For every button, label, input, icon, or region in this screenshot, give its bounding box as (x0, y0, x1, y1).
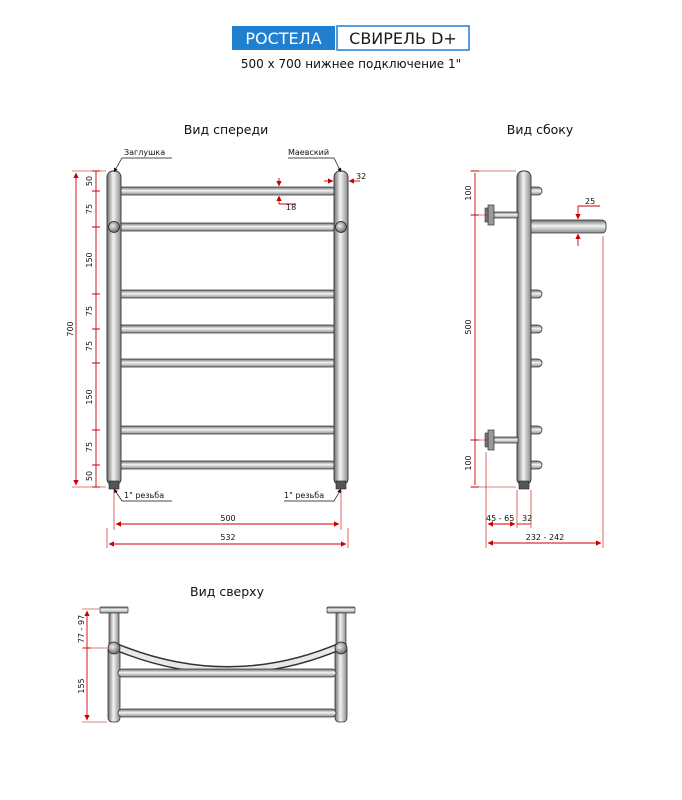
rung (117, 460, 337, 470)
left-flange-stem (108, 612, 120, 646)
long-rung (525, 219, 607, 234)
front-view: Вид спереди Заглушка Маевский 1" резьба … (66, 122, 366, 548)
thread-left-label: 1" резьба (124, 491, 164, 500)
left-post (106, 170, 122, 486)
right-flange-stem (335, 612, 347, 646)
top-bracket (484, 204, 519, 226)
mayevsky-label: Маевский (288, 148, 329, 157)
top-rail (117, 708, 337, 718)
subtitle: 500 x 700 нижнее подключение 1" (241, 57, 461, 71)
total-width-value: 532 (220, 533, 235, 542)
rung-diameter-value: 18 (286, 203, 296, 212)
left-joint (108, 221, 120, 233)
top-depth-value: 155 (77, 678, 86, 693)
right-top-joint (334, 641, 348, 655)
side-post (516, 170, 532, 486)
model-name: СВИРЕЛЬ D+ (349, 29, 457, 48)
right-post (333, 170, 349, 486)
segment-value: 75 (85, 204, 94, 214)
right-thread (335, 480, 347, 490)
thread-right-leader (284, 488, 342, 502)
header: РОСТЕЛА СВИРЕЛЬ D+ 500 x 700 нижнее подк… (232, 25, 470, 71)
front-view-title: Вид спереди (184, 122, 268, 137)
segment-value: 150 (85, 389, 94, 404)
segment-ticks (92, 170, 100, 488)
segment-value: 75 (85, 306, 94, 316)
segment-value: 50 (85, 471, 94, 481)
post-diameter-value: 32 (356, 172, 366, 181)
side-post-value: 32 (522, 514, 532, 523)
side-rung-diameter-value: 25 (585, 197, 595, 206)
side-middle-value: 500 (464, 319, 473, 334)
brand-name: РОСТЕЛА (245, 29, 321, 48)
cap-label: Заглушка (124, 148, 165, 157)
right-flange (326, 606, 356, 614)
left-rail (107, 645, 121, 723)
rung (117, 289, 337, 299)
left-thread (108, 480, 120, 490)
total-height-value: 700 (66, 321, 75, 336)
side-vertical-ticks (471, 170, 479, 488)
side-rungs (525, 186, 607, 470)
bottom-bracket (484, 429, 519, 451)
mayevsky-leader (288, 157, 342, 173)
segment-value: 75 (85, 442, 94, 452)
segment-value: 75 (85, 341, 94, 351)
side-view-title: Вид сбоку (507, 122, 574, 137)
rung (117, 222, 337, 232)
side-thread (518, 480, 530, 490)
brand-badge (232, 26, 335, 50)
segment-dimensions: 50 75 150 75 75 150 75 50 (85, 170, 100, 488)
side-view: Вид сбоку 1 (464, 122, 607, 548)
top-rail (117, 668, 337, 678)
segment-value: 50 (85, 176, 94, 186)
side-depth-value: 232 - 242 (526, 533, 565, 542)
rung (117, 186, 337, 196)
center-width-value: 500 (220, 514, 235, 523)
model-badge (336, 25, 470, 51)
right-rail (334, 645, 348, 723)
front-rungs (117, 186, 337, 470)
rung (117, 358, 337, 368)
thread-left-leader (113, 488, 172, 502)
thread-right-label: 1" резьба (284, 491, 324, 500)
side-top-value: 100 (464, 185, 473, 200)
bracket-offset-value: 45 - 65 (486, 514, 514, 523)
rung (117, 324, 337, 334)
right-joint (335, 221, 347, 233)
segment-value: 150 (85, 252, 94, 267)
side-bottom-value: 100 (464, 455, 473, 470)
top-view-title: Вид сверху (190, 584, 265, 599)
left-flange (99, 606, 129, 614)
top-view: Вид сверху 77 - 97 155 (77, 584, 356, 723)
wall-offset-value: 77 - 97 (77, 615, 86, 643)
cap-leader (113, 157, 172, 173)
rung (117, 425, 337, 435)
left-top-joint (107, 641, 121, 655)
